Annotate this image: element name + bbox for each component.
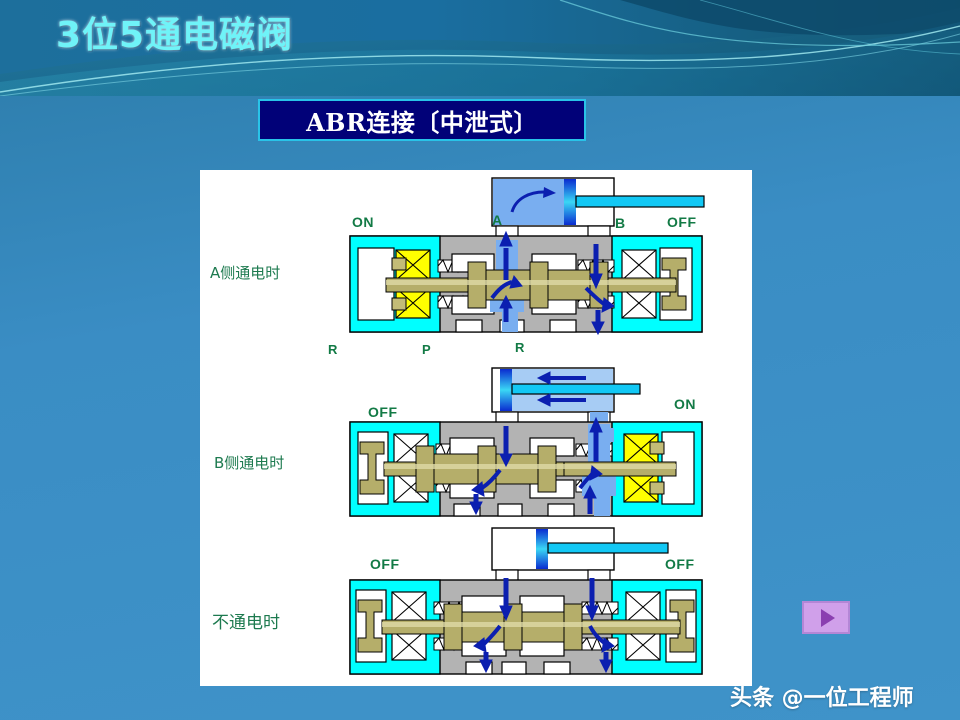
right-solenoid-3 xyxy=(625,589,697,663)
left-solenoid-state-1: ON xyxy=(352,214,374,230)
spool-3 xyxy=(381,603,681,651)
right-solenoid-state-2: ON xyxy=(674,396,696,412)
left-solenoid-state-2: OFF xyxy=(368,404,398,420)
play-triangle-icon xyxy=(820,608,835,627)
diagram-b-energized: B侧通电时 OFF ON xyxy=(200,366,752,526)
spool-1 xyxy=(385,261,677,309)
subtitle-text: ABR连接〔中泄式〕 xyxy=(306,107,538,137)
right-solenoid-state-1: OFF xyxy=(667,214,697,230)
diagram-none-energized: 不通电时 OFF OFF xyxy=(200,526,752,686)
port-label-r-right: R xyxy=(515,340,525,355)
right-solenoid-2 xyxy=(623,431,695,505)
valve-schematic-3 xyxy=(349,527,703,675)
left-solenoid-3 xyxy=(355,589,427,663)
header-wave-graphic xyxy=(0,0,960,96)
play-button[interactable] xyxy=(802,601,850,634)
cylinder-actuator-3 xyxy=(491,527,669,583)
cylinder-actuator-1 xyxy=(491,177,705,241)
left-solenoid-state-3: OFF xyxy=(370,556,400,572)
diagram-a-energized: A侧通电时 ON OFF A B R P R xyxy=(200,170,752,366)
valve-schematic-2 xyxy=(349,367,703,517)
right-solenoid-state-3: OFF xyxy=(665,556,695,572)
flow-arrows-3 xyxy=(473,578,615,674)
cylinder-port-b-label: B xyxy=(615,215,626,231)
header-decoration-band xyxy=(0,0,960,96)
watermark-text: 头条 @一位工程师 xyxy=(730,686,914,711)
state-label-3: 不通电时 xyxy=(212,613,280,633)
flow-arrows-2 xyxy=(469,416,603,516)
port-label-r-left: R xyxy=(328,342,338,357)
content-panel: A侧通电时 ON OFF A B R P R xyxy=(200,170,752,686)
valve-schematic-1 xyxy=(349,177,705,336)
port-label-p: P xyxy=(422,342,431,357)
cylinder-actuator-2 xyxy=(491,367,641,425)
page-title: 3位5通电磁阀 xyxy=(56,15,294,56)
state-label-2: B侧通电时 xyxy=(214,454,285,472)
subtitle-banner: ABR连接〔中泄式〕 xyxy=(258,99,586,141)
cylinder-port-a-label: A xyxy=(492,212,503,228)
flow-arrows-1 xyxy=(490,230,615,336)
state-label-1: A侧通电时 xyxy=(210,264,281,282)
